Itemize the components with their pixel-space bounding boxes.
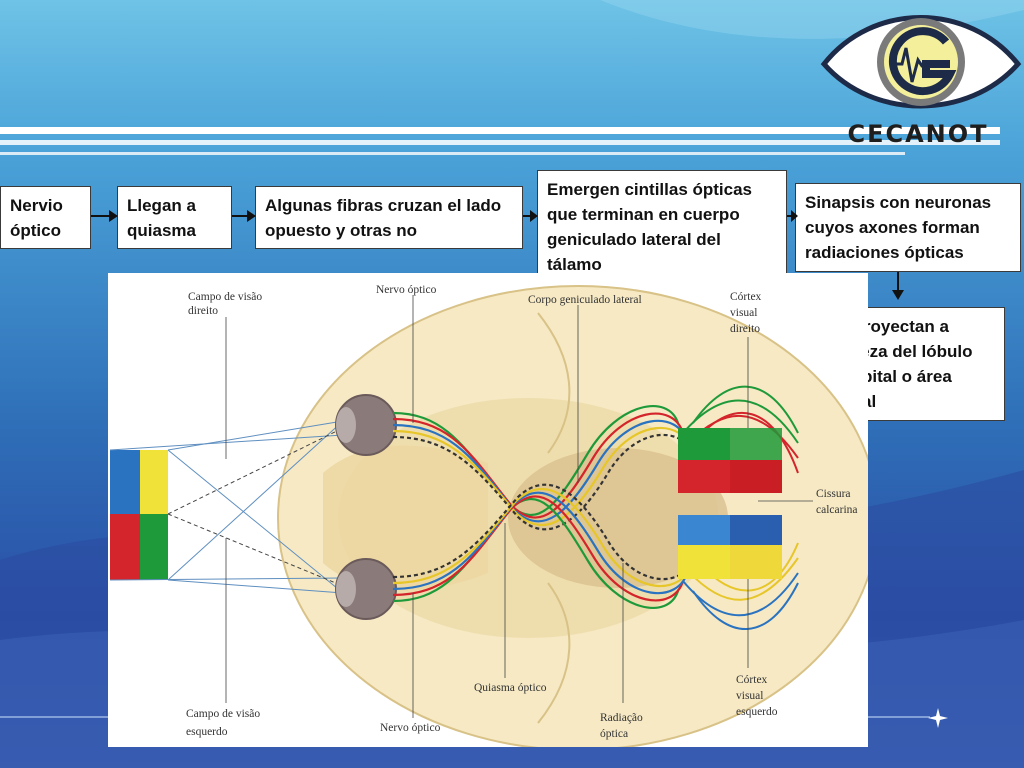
flow-box-cintillas-opticas: Emergen cintillas ópticas que terminan e…	[537, 170, 787, 284]
eye-cardiogram-logo-icon	[820, 15, 1022, 109]
arrow-right-icon	[91, 210, 118, 222]
header-stripe-bottom	[0, 152, 905, 155]
label-cortex-esquerdo-2: visual	[736, 690, 763, 702]
flow-box-llegan-quiasma: Llegan a quiasma	[117, 186, 232, 249]
visual-pathway-figure: Campo de visão direito Nervo óptico Corp…	[108, 273, 868, 747]
label-radiacao-1: Radiação	[600, 712, 643, 724]
flow-box-sinapsis: Sinapsis con neuronas cuyos axones forma…	[795, 183, 1021, 272]
label-campo-esquerdo-2: esquerdo	[186, 726, 228, 738]
brand-name: CECANOT	[847, 120, 989, 148]
label-cortex-esquerdo-3: esquerdo	[736, 706, 778, 718]
arrow-right-icon	[232, 210, 256, 222]
arrow-right-icon	[787, 210, 798, 222]
sparkle-icon	[928, 708, 948, 728]
arrow-down-icon	[892, 272, 904, 300]
label-campo-direito: Campo de visão	[188, 291, 262, 303]
arrow-right-icon	[523, 210, 538, 222]
label-campo-esquerdo: Campo de visão	[186, 708, 260, 720]
label-cissura-1: Cissura	[816, 488, 851, 500]
header-stripe-mid	[0, 140, 1000, 145]
flow-box-nervio-optico: Nervio óptico	[0, 186, 91, 249]
label-cortex-direito-1: Córtex	[730, 291, 762, 303]
label-radiacao-2: óptica	[600, 728, 628, 740]
label-quiasma: Quiasma óptico	[474, 682, 547, 694]
label-campo-direito-2: direito	[188, 305, 218, 317]
left-eye	[335, 558, 397, 620]
label-corpo-geniculado: Corpo geniculado lateral	[528, 294, 642, 306]
label-cortex-direito-3: direito	[730, 323, 760, 335]
flow-box-fibras-cruzan: Algunas fibras cruzan el lado opuesto y …	[255, 186, 523, 249]
label-nervo-optico-top: Nervo óptico	[376, 284, 437, 296]
label-cortex-direito-2: visual	[730, 307, 757, 319]
label-cissura-2: calcarina	[816, 504, 858, 516]
header-stripe-top	[0, 127, 1000, 134]
right-eye	[335, 394, 397, 456]
label-cortex-esquerdo-1: Córtex	[736, 674, 768, 686]
label-nervo-optico-bottom: Nervo óptico	[380, 722, 441, 734]
